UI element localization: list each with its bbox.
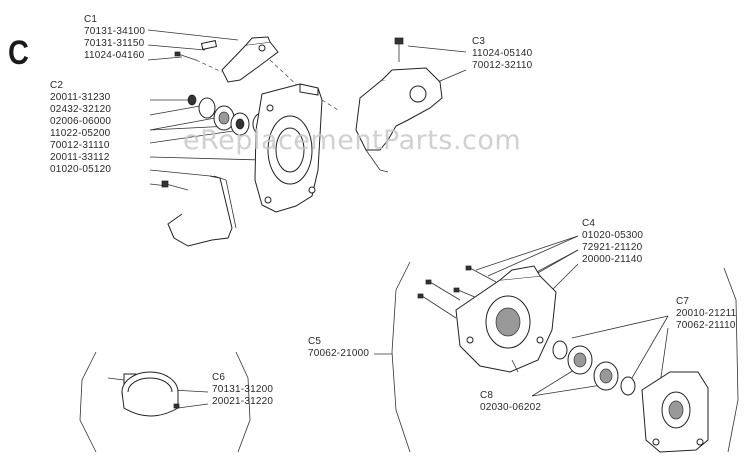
group-c4: C4 01020-05300 72921-21120 20000-21140 <box>582 218 643 266</box>
part-number[interactable]: 20021-31220 <box>212 396 274 407</box>
group-c6: C6 70131-31200 20021-31220 <box>212 372 273 408</box>
group-c8: C8 02030-06202 <box>480 390 541 414</box>
part-number[interactable]: 02006-06000 <box>50 116 112 127</box>
part-number[interactable]: 20011-33112 <box>50 152 110 163</box>
group-c2: C2 20011-31230 02432-32120 02006-06000 1… <box>50 80 111 176</box>
group-c7: C7 20010-21211 70062-21110 <box>676 296 736 332</box>
part-number[interactable]: 20000-21140 <box>582 254 643 265</box>
leaders-c8 <box>531 369 609 397</box>
part-number[interactable]: 11022-05200 <box>50 128 111 139</box>
group-id: C2 <box>50 80 64 91</box>
group-id: C5 <box>308 336 322 347</box>
group-c1: C1 70131-34100 70131-31150 11024-04160 <box>84 14 145 62</box>
part-number[interactable]: 20011-31230 <box>50 92 111 103</box>
part-number[interactable]: 02030-06202 <box>480 402 542 413</box>
part-number[interactable]: 11024-05140 <box>472 48 533 59</box>
watermark-text: eReplacementParts.com <box>183 125 522 156</box>
crankcase-c5 <box>417 265 557 373</box>
crankcase-half-c7 <box>641 371 709 453</box>
leaders-c1 <box>147 29 239 61</box>
group-id: C8 <box>480 390 494 401</box>
part-number[interactable]: 01020-05120 <box>50 164 112 175</box>
part-number[interactable]: 70131-34100 <box>84 26 146 37</box>
part-number[interactable]: 70062-21000 <box>308 348 370 359</box>
bearings-c8 <box>552 340 636 396</box>
clutch-drum-c6 <box>79 351 251 453</box>
part-number[interactable]: 70012-32110 <box>472 60 533 71</box>
part-number[interactable]: 20010-21211 <box>676 308 737 319</box>
part-number[interactable]: 01020-05300 <box>582 230 644 241</box>
part-number[interactable]: 11024-04160 <box>84 50 145 61</box>
part-number[interactable]: 72921-21120 <box>582 242 643 253</box>
starter-cover-c1 <box>174 36 301 89</box>
section-letter: C <box>8 34 29 72</box>
group-id: C3 <box>472 36 486 47</box>
assembly-bracket <box>391 261 739 453</box>
group-id: C7 <box>676 296 690 307</box>
part-number[interactable]: 70131-31150 <box>84 38 145 49</box>
leaders-c7 <box>571 315 669 385</box>
part-number[interactable]: 70062-21110 <box>676 320 736 331</box>
group-id: C6 <box>212 372 226 383</box>
housing-assembly-c2 <box>161 83 339 247</box>
part-number[interactable]: 02432-32120 <box>50 104 112 115</box>
group-c3: C3 11024-05140 70012-32110 <box>472 36 532 72</box>
group-c5: C5 70062-21000 <box>308 336 369 360</box>
shroud-c3 <box>355 37 443 173</box>
part-number[interactable]: 70131-31200 <box>212 384 274 395</box>
part-number[interactable]: 70012-31110 <box>50 140 110 151</box>
group-id: C4 <box>582 218 596 229</box>
group-id: C1 <box>84 14 98 25</box>
